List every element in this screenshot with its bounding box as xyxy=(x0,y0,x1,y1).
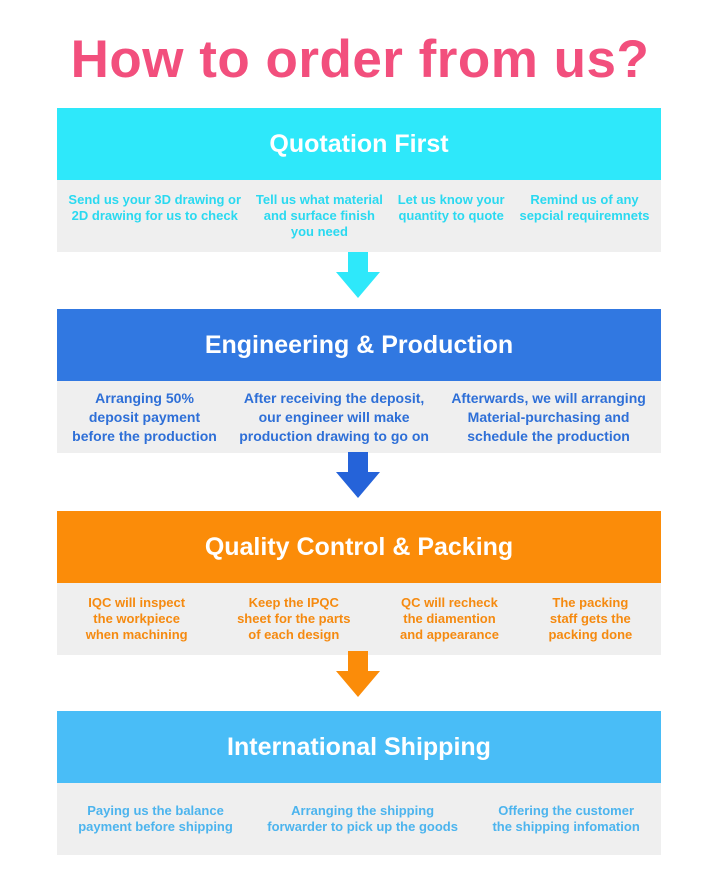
step-heading: Engineering & Production xyxy=(57,309,661,381)
step-heading: International Shipping xyxy=(57,711,661,783)
step-quotation: Quotation First Send us your 3D drawing … xyxy=(57,108,661,252)
step-heading: Quotation First xyxy=(57,108,661,180)
step-quality-control: Quality Control & Packing IQC will inspe… xyxy=(57,511,661,655)
step-engineering: Engineering & Production Arranging 50%de… xyxy=(57,309,661,453)
arrow-shape xyxy=(336,651,380,697)
down-arrow-icon xyxy=(336,651,380,697)
arrow-shape xyxy=(336,252,380,298)
step-item: After receiving the deposit,our engineer… xyxy=(239,389,429,444)
step-shipping: International Shipping Paying us the bal… xyxy=(57,711,661,855)
arrow-shape xyxy=(336,452,380,498)
page-title: How to order from us? xyxy=(70,30,650,89)
step-heading: Quality Control & Packing xyxy=(57,511,661,583)
down-arrow-icon xyxy=(336,452,380,498)
down-arrow-icon xyxy=(336,252,380,298)
